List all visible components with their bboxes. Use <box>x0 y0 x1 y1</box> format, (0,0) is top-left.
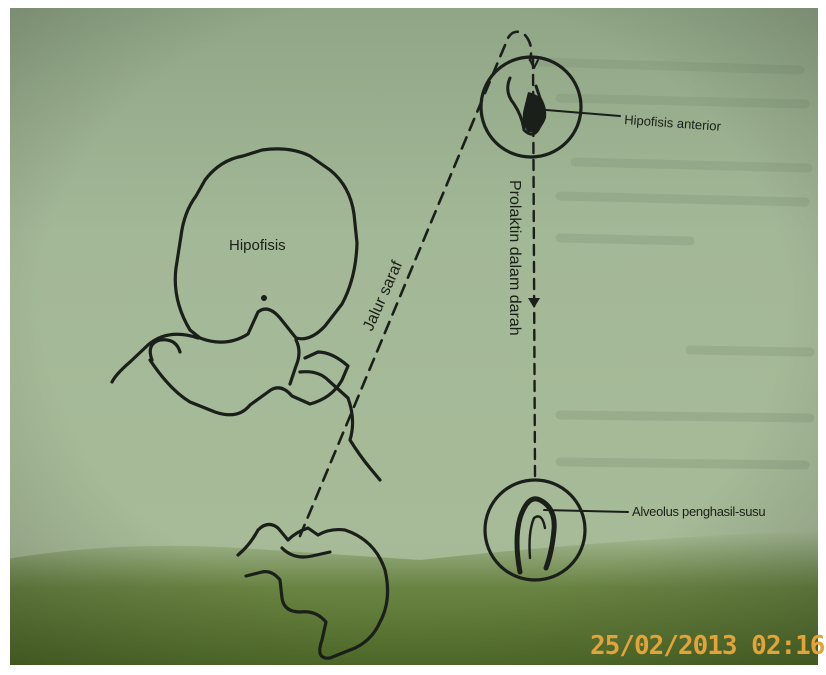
white-border-bottom <box>0 665 826 675</box>
alveolus-label: Alveolus penghasil-susu <box>632 504 765 519</box>
hipofisis-label: Hipofisis <box>229 237 286 254</box>
date-stamp: 25/02/2013 02:16 <box>590 631 825 661</box>
prolaktin-label: Prolaktin dalam darah <box>506 180 523 336</box>
white-border-left <box>0 0 10 675</box>
hipofisis-dot <box>261 295 267 301</box>
white-border-right <box>818 0 826 675</box>
white-border-top <box>0 0 826 8</box>
